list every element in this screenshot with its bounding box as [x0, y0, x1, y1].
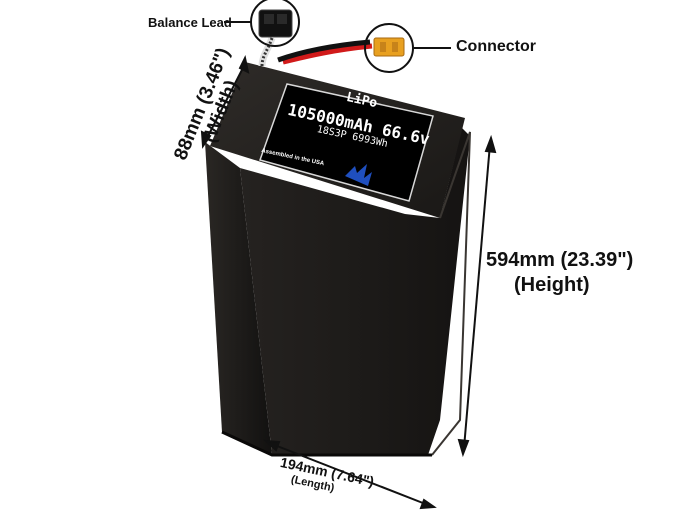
connector-label: Connector [456, 38, 536, 55]
xt-connector [373, 37, 405, 57]
battery-side-face [205, 142, 272, 455]
balance-lead-label: Balance Lead [148, 15, 232, 30]
height-dimension-label: 594mm (23.39") (Height) [486, 248, 633, 298]
connector-highlight-ring [364, 23, 414, 73]
height-caption: (Height) [514, 274, 590, 296]
height-value: 594mm (23.39") [486, 249, 634, 271]
battery-edge-highlight [431, 131, 471, 456]
battery-label-panel [259, 83, 434, 202]
height-dimension-arrow [457, 134, 497, 458]
width-dimension-arrow [200, 55, 250, 149]
length-dimension-arrow [263, 439, 437, 510]
maxamps-logo-icon [345, 164, 372, 186]
balance-connector [258, 9, 293, 38]
battery-front-face [240, 128, 470, 455]
main-wire-red [282, 43, 373, 65]
main-wire-black [277, 39, 371, 63]
battery-bottom-edge [221, 430, 432, 457]
